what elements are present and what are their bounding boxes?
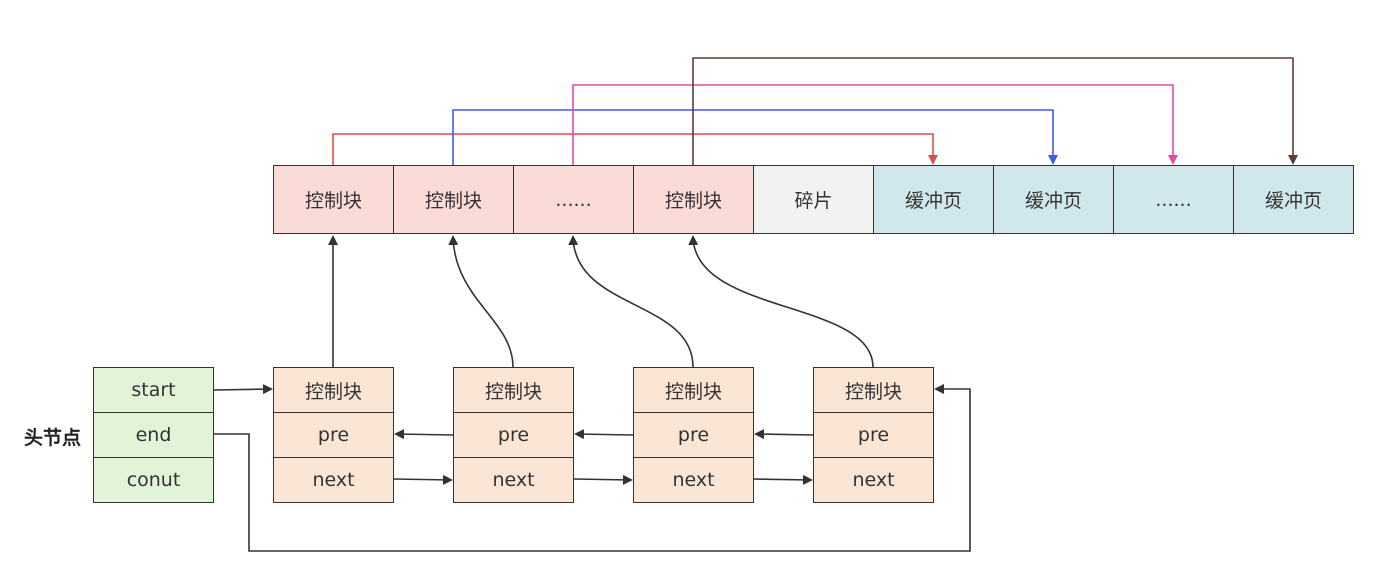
head-field-end: end	[93, 412, 214, 458]
next-arrow-2-3	[573, 474, 633, 485]
list-node-title-text: 控制块	[304, 380, 362, 403]
head-field-label: end	[135, 424, 172, 446]
list-node-title-text: 控制块	[844, 380, 902, 403]
list-node-title-text: 控制块	[664, 380, 722, 403]
pointer-node2-control	[448, 235, 514, 368]
memory-cell-fragment: 碎片	[753, 165, 874, 234]
link-control1-buffer1	[332, 133, 938, 165]
memory-cell-label: 碎片	[794, 190, 833, 212]
memory-cell-buffer-3: 缓冲页	[1233, 165, 1354, 234]
memory-cell-label: 缓冲页	[1264, 190, 1322, 212]
memory-cell-control-ellipsis: ......	[513, 165, 634, 234]
pointer-node4-control	[688, 235, 874, 368]
link-control2-buffer2	[452, 109, 1058, 165]
list-node-next-text: next	[492, 469, 535, 491]
next-arrow-3-4	[753, 474, 813, 485]
memory-cell-label: 控制块	[664, 190, 722, 212]
pointer-node3-control	[568, 235, 694, 368]
memory-cell-label: ......	[1155, 188, 1192, 211]
head-start-arrow	[213, 384, 273, 395]
list-node-pre-text: pre	[497, 424, 530, 446]
head-field-start: start	[93, 367, 214, 413]
list-node-pre-text: pre	[857, 424, 890, 446]
head-field-count: conut	[93, 457, 214, 503]
head-field-label: start	[131, 379, 176, 401]
memory-cell-buffer-1: 缓冲页	[873, 165, 994, 234]
head-end-arrow	[214, 384, 971, 552]
pre-arrow-3-2	[574, 429, 634, 440]
memory-cell-label: 控制块	[424, 190, 482, 212]
head-field-label: conut	[126, 469, 181, 491]
memory-cell-control-3: 控制块	[633, 165, 754, 234]
list-node-next-text: next	[672, 469, 715, 491]
list-node-title: 控制块	[273, 367, 394, 413]
memory-cell-label: 缓冲页	[1024, 190, 1082, 212]
list-node-next-text: next	[852, 469, 895, 491]
list-node-next: next	[633, 457, 754, 503]
memory-cell-buffer-ellipsis: ......	[1113, 165, 1234, 234]
memory-cell-label: 控制块	[304, 190, 362, 212]
next-arrow-1-2	[393, 474, 453, 485]
memory-cell-control-2: 控制块	[393, 165, 514, 234]
link-ellipsis-buffer-ellipsis	[572, 84, 1178, 165]
list-node-next: next	[453, 457, 574, 503]
pre-arrow-4-3	[754, 429, 814, 440]
list-node-title: 控制块	[633, 367, 754, 413]
memory-cell-label: 缓冲页	[904, 190, 962, 212]
memory-cell-buffer-2: 缓冲页	[993, 165, 1114, 234]
list-node-next-text: next	[312, 469, 355, 491]
head-node-label: 头节点	[24, 427, 82, 449]
link-control3-buffer3	[692, 57, 1298, 165]
list-node-pre-text: pre	[317, 424, 350, 446]
memory-cell-control-1: 控制块	[273, 165, 394, 234]
list-node-pre-text: pre	[677, 424, 710, 446]
list-node-title: 控制块	[453, 367, 574, 413]
list-node-next: next	[813, 457, 934, 503]
list-node-next: next	[273, 457, 394, 503]
list-node-pre: pre	[453, 412, 574, 458]
list-node-title-text: 控制块	[484, 380, 542, 403]
memory-cell-label: ......	[555, 188, 592, 211]
pre-arrow-2-1	[394, 429, 454, 440]
